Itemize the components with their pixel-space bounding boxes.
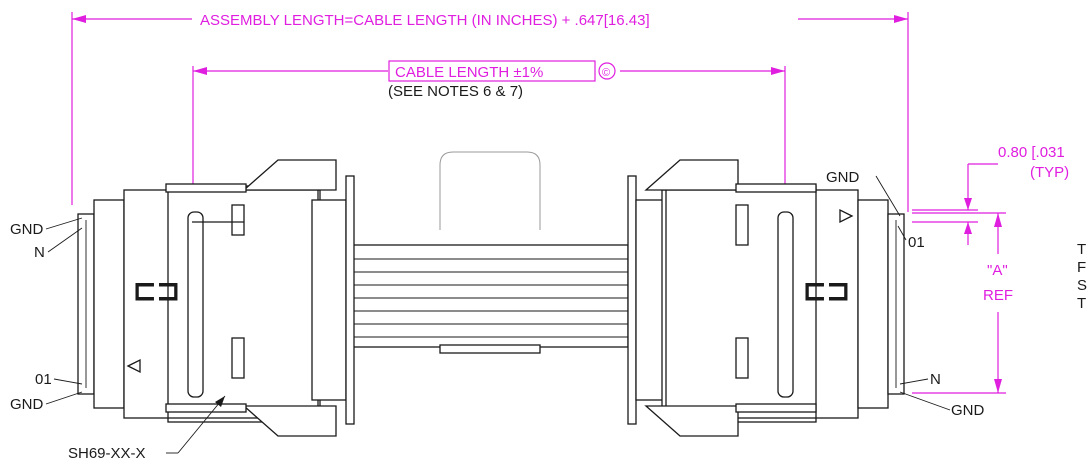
left-latch-lower <box>231 337 245 379</box>
left-backshell-flange <box>345 175 355 425</box>
assembly-arrow-left <box>72 15 86 23</box>
a-ref-arrow-bottom <box>994 379 1002 393</box>
cable-bottom-strip <box>439 344 541 354</box>
assembly-length-text: ASSEMBLY LENGTH=CABLE LENGTH (IN INCHES)… <box>200 12 650 29</box>
left-01-label: 01 <box>35 371 52 388</box>
right-pin1-marker <box>839 208 854 224</box>
cable-fold-tab <box>439 151 541 230</box>
a-ref-arrow-top <box>994 213 1002 227</box>
left-pin1-marker <box>126 358 141 374</box>
right-clip-bottom <box>644 405 739 437</box>
left-housing <box>123 189 321 419</box>
pitch-value-text: 0.80 [.031 <box>998 144 1065 161</box>
left-flange <box>93 199 125 409</box>
cable-length-symbol: © <box>602 67 610 79</box>
left-clip-bottom <box>242 405 337 437</box>
right-top-rail <box>735 183 817 193</box>
left-clip-top <box>242 159 337 191</box>
a-ref-ref: REF <box>983 287 1013 304</box>
left-latch-upper <box>231 204 245 236</box>
assembly-arrow-right <box>894 15 908 23</box>
right-connector: ⊏⊐ <box>627 159 905 437</box>
side-note-letter-3: S <box>1077 277 1087 294</box>
a-ref-label: "A" <box>987 262 1008 279</box>
right-latch-upper <box>735 204 749 246</box>
pitch-arrow-top <box>964 198 972 210</box>
right-bottom-rail <box>735 403 817 413</box>
right-latch-slot <box>777 211 794 398</box>
callouts: GND N 01 GND GND 01 N GND SH69-XX-X <box>10 169 985 462</box>
cable-arrow-left <box>193 67 207 75</box>
right-logo: ⊏⊐ <box>803 275 850 306</box>
cable-length-symbol-circle <box>598 62 616 80</box>
right-clip-top <box>644 159 739 191</box>
see-notes-text: (SEE NOTES 6 & 7) <box>388 83 523 100</box>
cable-body <box>351 244 629 348</box>
cable-length-box <box>388 60 596 82</box>
left-gnd-top-label: GND <box>10 221 44 238</box>
side-note-letter-4: T <box>1077 295 1086 312</box>
right-flange <box>857 199 889 409</box>
right-backshell-flange <box>627 175 637 425</box>
pitch-arrow-bottom <box>964 222 972 234</box>
left-connector: ⊏⊐ <box>77 159 355 437</box>
side-note-letter-2: F <box>1077 259 1086 276</box>
left-n-label: N <box>34 244 45 261</box>
left-gnd-bottom-label: GND <box>10 396 44 413</box>
side-note-letter-1: T <box>1077 241 1086 258</box>
right-gnd-bottom-label: GND <box>951 402 985 419</box>
left-latch-slot <box>187 211 204 398</box>
pitch-typ-text: (TYP) <box>1030 164 1069 181</box>
left-backshell <box>311 199 347 401</box>
right-gnd-top-label: GND <box>826 169 860 186</box>
left-logo: ⊏⊐ <box>133 275 180 306</box>
side-note: T F S T <box>1077 241 1087 312</box>
part-number-label: SH69-XX-X <box>68 445 146 462</box>
cable-length-text: CABLE LENGTH ±1% <box>395 64 543 81</box>
left-top-rail <box>165 183 247 193</box>
cable-arrow-right <box>771 67 785 75</box>
right-01-label: 01 <box>908 234 925 251</box>
right-latch-lower <box>735 337 749 379</box>
ribbon-cable <box>351 151 629 354</box>
right-n-label: N <box>930 371 941 388</box>
part-number-arrow <box>215 396 225 407</box>
right-housing <box>661 189 859 419</box>
left-bottom-rail <box>165 403 247 413</box>
dimension-layer: ASSEMBLY LENGTH=CABLE LENGTH (IN INCHES)… <box>71 12 1069 394</box>
